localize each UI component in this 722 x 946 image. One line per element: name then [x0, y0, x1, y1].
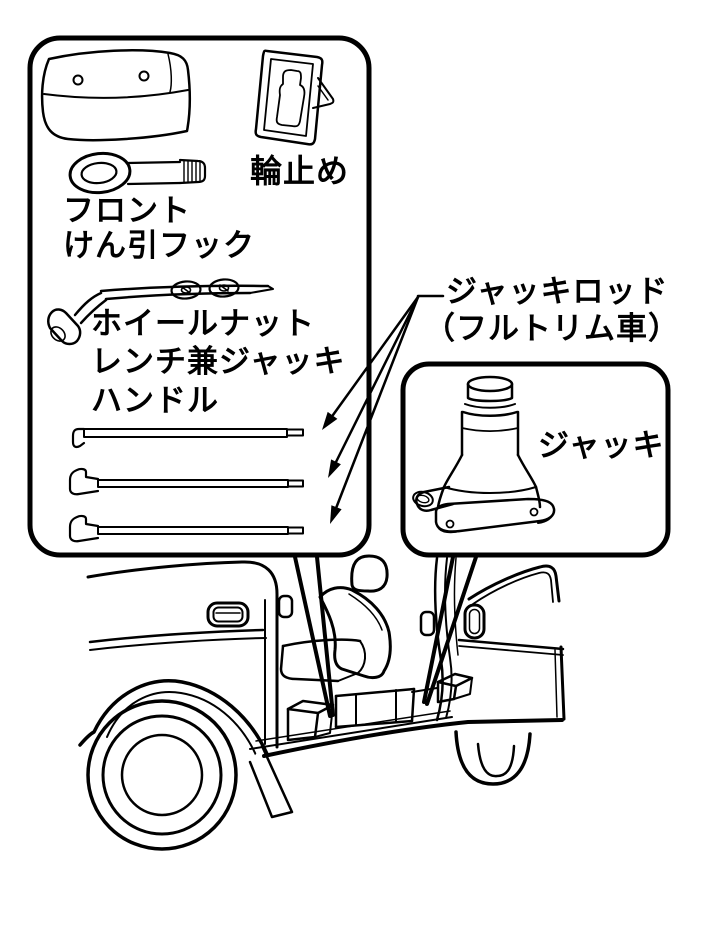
label-jack-rod-line2: （フルトリム車）: [424, 311, 680, 347]
driver-seat: [279, 554, 416, 729]
van-bottom-line: [262, 718, 564, 758]
front-door-handle: [206, 601, 250, 628]
jack-rod-2-icon: [68, 467, 304, 496]
seat-cushion-top: [281, 638, 362, 648]
seat-cushion-front: [279, 644, 340, 683]
storage-leader-lines: [293, 555, 478, 718]
label-tow-hook-line2: けん引フック: [63, 228, 255, 264]
jack-storage-leader-left: [422, 555, 455, 704]
van-belt-line-2: [89, 637, 267, 651]
label-wrench-line1: ホイールナット: [91, 306, 315, 342]
jack-rod-1-icon: [71, 427, 304, 449]
callout-arrow-3-head: [330, 505, 342, 524]
van-illustration: [78, 554, 566, 851]
jack-panel-box: [400, 361, 671, 558]
callout-arrow-1-head: [322, 411, 338, 430]
callout-arrow-1-line: [331, 295, 420, 417]
jack-storage-leader-right: [425, 555, 478, 706]
tool-storage-leader-right: [315, 555, 335, 717]
rear-belt-line-1: [457, 638, 565, 651]
sill-step-1: [249, 716, 453, 750]
sliding-door-edge: [433, 556, 459, 722]
label-tow-hook-line1: フロント: [63, 193, 191, 229]
seat-cushion-side: [337, 640, 366, 682]
rear-body-edge-1: [559, 645, 566, 721]
label-wrench-line3: ハンドル: [91, 383, 219, 419]
tool-bag-icon: [40, 49, 192, 142]
rear-window: [467, 564, 561, 605]
front-fender: [78, 679, 294, 819]
seat-base-right: [410, 687, 416, 723]
callout-arrow-3-line: [335, 295, 420, 509]
van-belt-line-1: [88, 628, 265, 644]
label-wheel-chock: 輪止め: [250, 152, 350, 190]
tool-storage-leader-left: [293, 555, 332, 718]
label-jack-rod-line1: ジャッキロッド: [446, 274, 669, 310]
front-wheel-icon: [86, 699, 238, 851]
seat-back-piping: [348, 593, 383, 631]
label-wrench-line2: レンチ兼ジャッキ: [91, 344, 346, 380]
wheel-chock-icon: [254, 49, 335, 146]
callout-arrow-2-line: [334, 295, 420, 464]
rear-belt-line-2: [458, 645, 564, 656]
bottle-jack-icon: [412, 375, 556, 534]
rear-wheel-icon: [454, 730, 532, 786]
jack-rod-3-icon: [68, 514, 304, 543]
tool-panel-box: [27, 35, 372, 558]
seat-back: [318, 586, 392, 680]
headrest: [350, 554, 389, 593]
label-jack: ジャッキ: [538, 428, 665, 464]
callout-arrow-2-head: [328, 459, 341, 478]
seat-base-top: [334, 687, 416, 698]
b-pillar-bracket: [277, 594, 294, 619]
seat-base-bottom: [334, 719, 414, 729]
jack-rod-callout-arrows: [322, 294, 445, 524]
door-edge-bracket: [419, 610, 436, 637]
tow-hook-icon: [68, 151, 207, 195]
van-roof-line: [86, 560, 279, 749]
rear-body-edge-2: [554, 649, 558, 718]
mud-flap: [248, 744, 294, 819]
lug-wrench-icon: [47, 278, 274, 346]
rear-door-handle: [463, 603, 486, 640]
